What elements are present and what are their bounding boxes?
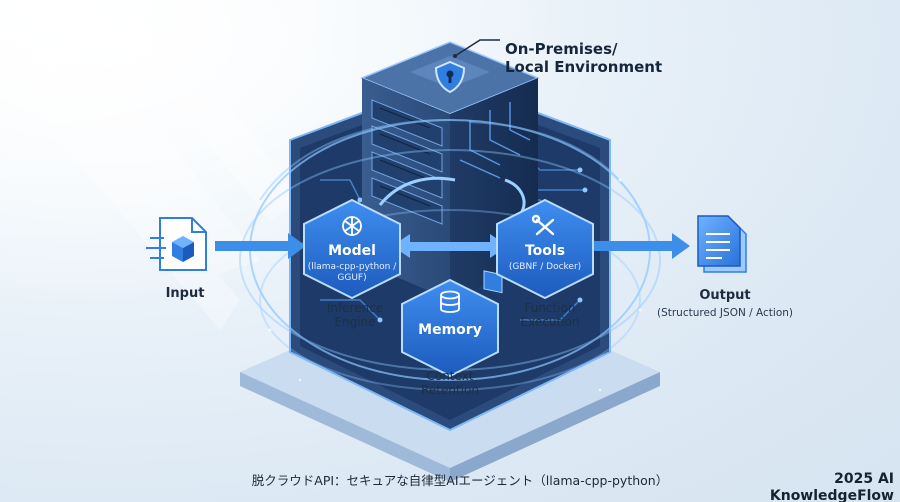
brand-label: 2025 AI KnowledgeFlow	[769, 471, 894, 502]
environment-pointer	[454, 39, 500, 57]
model-sub: (llama-cpp-python / GGUF)	[307, 262, 397, 283]
memory-node	[401, 278, 499, 378]
arrow-tools-to-output	[592, 233, 690, 259]
environment-label: On-Premises/ Local Environment	[505, 40, 662, 76]
sparkles	[253, 178, 642, 392]
memory-title: Memory	[418, 322, 482, 338]
model-caption: Inference Engine	[326, 301, 384, 330]
output-sub-label: (Structured JSON / Action)	[656, 307, 794, 319]
model-title: Model	[328, 243, 376, 259]
shield-lock-icon	[410, 56, 490, 94]
output-document-icon	[697, 215, 747, 273]
output-label: Output	[699, 288, 751, 303]
memory-caption: Context Retention	[421, 369, 479, 398]
input-label: Input	[165, 286, 205, 301]
input-document-icon	[146, 217, 207, 271]
tools-title: Tools	[524, 243, 566, 259]
environment-line2: Local Environment	[505, 58, 663, 76]
wrench-screwdriver-icon	[531, 214, 555, 236]
tools-node	[496, 198, 594, 300]
tools-caption: Function Execution	[520, 301, 580, 330]
footer-caption: 脱クラウドAPI：セキュアな自律型AIエージェント（llama-cpp-pyth…	[251, 473, 669, 488]
model-node	[303, 198, 401, 300]
database-icon	[440, 290, 460, 313]
tools-sub: (GBNF / Docker)	[508, 262, 582, 272]
arrow-input-to-model	[215, 233, 306, 259]
openai-knot-icon	[342, 216, 362, 236]
environment-line1: On-Premises/	[505, 40, 618, 58]
chip	[483, 270, 503, 294]
